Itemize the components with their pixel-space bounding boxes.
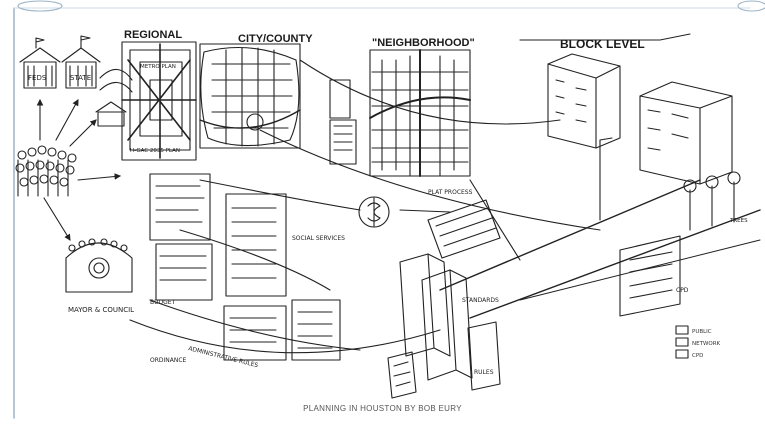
label-trees: TREES [729, 218, 748, 224]
rules-sheets-icon [149, 173, 341, 361]
block-buildings-icon [547, 53, 733, 185]
label-metro-plan: METRO PLAN [140, 64, 176, 70]
metro-arc [99, 68, 133, 81]
label-social-services: SOCIAL SERVICES [292, 235, 345, 242]
caption: PLANNING IN HOUSTON BY BOB EURY [303, 404, 462, 413]
label-city-county: CITY/COUNTY [238, 33, 313, 45]
feds-building-icon [19, 37, 61, 89]
state-building-icon [61, 35, 101, 89]
document-stack-icon [329, 79, 357, 165]
label-state: STATE [70, 74, 91, 82]
label-regional: REGIONAL [124, 29, 182, 41]
city-county-map [199, 43, 301, 149]
label-administrative-rules: ADMINISTRATIVE RULES [188, 345, 259, 369]
regional-map [121, 41, 197, 161]
mayor-council-icon [65, 238, 133, 293]
plan-scroll-icon [427, 199, 501, 259]
label-cpd: CPD [676, 287, 689, 294]
label-plat-process: PLAT PROCESS [428, 189, 473, 196]
label-standards: STANDARDS [462, 297, 499, 304]
label-feds: FEDS [28, 74, 47, 82]
legend-icon [675, 325, 689, 359]
label-hgac-plan: H-GAC 2035 PLAN [130, 148, 180, 154]
label-mayor-council: MAYOR & COUNCIL [68, 306, 134, 314]
legend-label-3: CPD [692, 353, 703, 359]
label-budget: BUDGET [150, 299, 176, 306]
label-rules: RULES [474, 369, 494, 376]
label-block-level: BLOCK LEVEL [560, 37, 645, 51]
home-icon [95, 101, 127, 127]
legend-label-2: NETWORK [692, 341, 721, 347]
dollar-sign-icon [358, 196, 390, 228]
citizens-crowd-icon [15, 145, 77, 197]
corner-tab-right [737, 0, 765, 12]
label-ordinance: ORDINANCE [150, 357, 187, 364]
neighborhood-map [369, 49, 471, 177]
corner-tab-left [17, 0, 63, 12]
document-icon [387, 351, 417, 399]
legend-label-1: PUBLIC [692, 329, 712, 335]
books-icon [399, 253, 501, 391]
label-neighborhood: "NEIGHBORHOOD" [372, 37, 475, 49]
street-scene [439, 33, 761, 319]
